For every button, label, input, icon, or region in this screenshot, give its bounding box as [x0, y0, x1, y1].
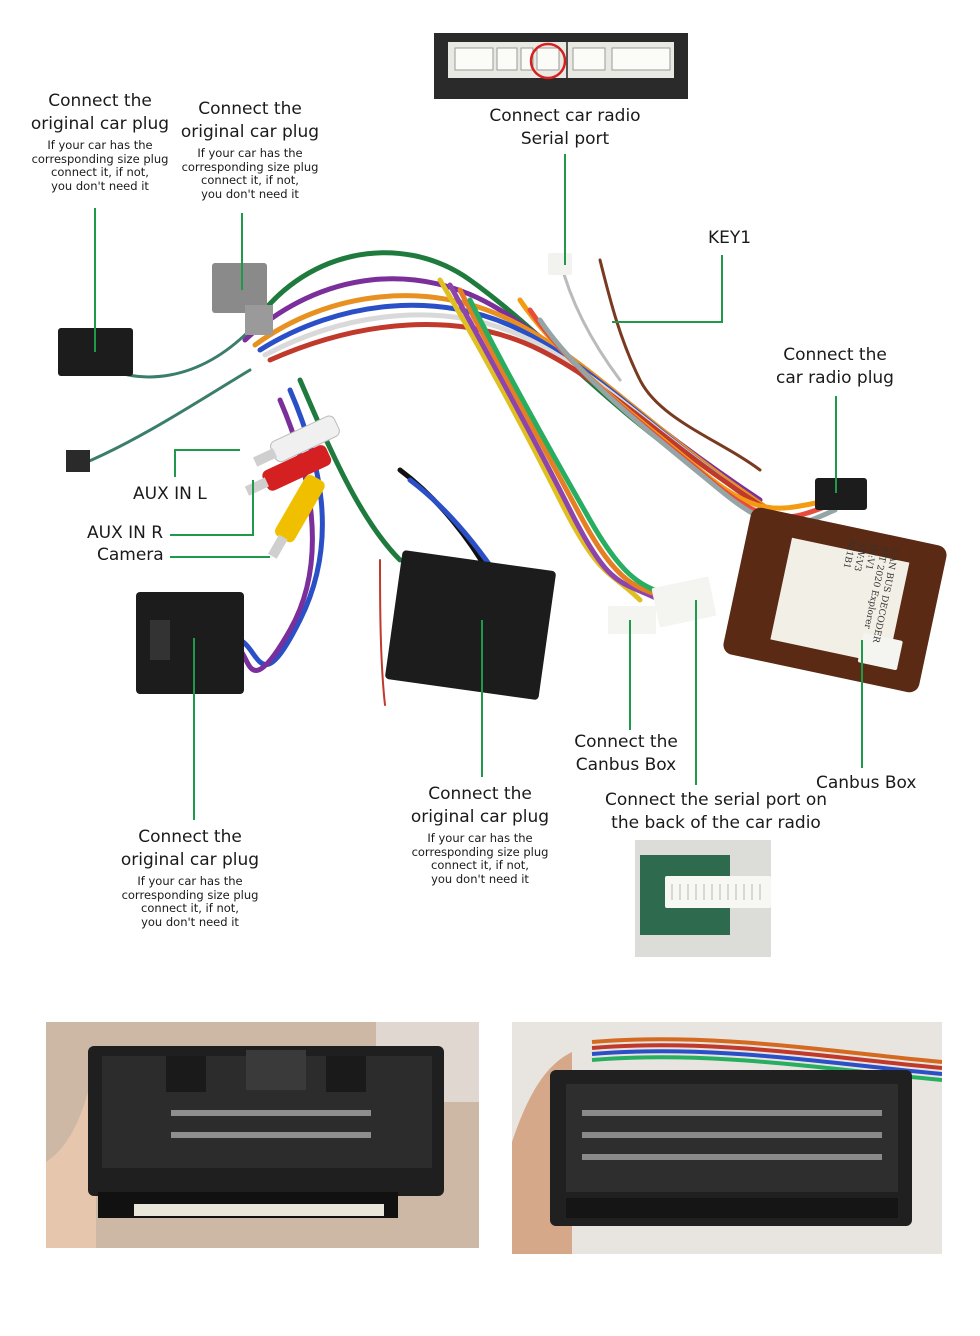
radio-plug-black [815, 478, 867, 510]
leader-lines [94, 154, 863, 820]
callout-radio-plug: Connect the car radio plug [760, 344, 910, 390]
callout-title: Connect the [574, 732, 678, 752]
callout-title: original car plug [30, 114, 170, 134]
callout-note: connect it, if not, [141, 901, 239, 915]
rca-red [244, 445, 332, 496]
callout-top-left: Connect the original car plug If your ca… [20, 90, 180, 193]
plug-bottom-left [136, 592, 244, 694]
callout-camera: Camera [97, 545, 164, 565]
canbus-box [723, 507, 947, 693]
callout-title: Connect car radio [489, 106, 641, 126]
plug-small-left [66, 450, 90, 472]
callout-note: connect it, if not, [51, 165, 149, 179]
callout-note: you don't need it [431, 871, 529, 886]
callout-title: original car plug [180, 122, 320, 142]
connector-photo-right [512, 1022, 942, 1254]
connector-photo-left [46, 1022, 479, 1248]
callout-serial-top: Connect car radio Serial port [470, 105, 660, 151]
callout-title: Connect the [783, 345, 887, 365]
highlight-circle [529, 42, 567, 80]
callout-note: corresponding size plug [181, 159, 319, 174]
callout-serial-back: Connect the serial port on the back of t… [600, 789, 832, 835]
callout-title: Connect the [428, 784, 532, 804]
rca-yellow [268, 474, 325, 559]
callout-title: original car plug [410, 807, 550, 827]
callout-note: corresponding size plug [411, 844, 549, 859]
callout-title: original car plug [120, 850, 260, 870]
connectors [58, 253, 947, 700]
callout-note: If your car has the [137, 874, 243, 888]
callout-title: Connect the serial port on [605, 790, 827, 810]
serial-back-conn [651, 576, 717, 628]
canbus-conn-small [608, 606, 656, 634]
callout-note: you don't need it [201, 186, 299, 201]
callout-title: car radio plug [776, 368, 894, 388]
callout-note: corresponding size plug [121, 887, 259, 902]
callout-title: Connect the [198, 99, 302, 119]
callout-note: connect it, if not, [431, 858, 529, 872]
callout-note: you don't need it [141, 914, 239, 929]
plug-bottom-mid [385, 550, 556, 700]
rca-white [252, 415, 340, 467]
callout-bottom-left: Connect the original car plug If your ca… [110, 826, 270, 929]
callout-note: If your car has the [427, 831, 533, 845]
callout-note: you don't need it [51, 178, 149, 193]
callout-note: If your car has the [197, 146, 303, 160]
callout-canbus-conn: Connect the Canbus Box [556, 731, 696, 777]
callout-title: Connect the [48, 91, 152, 111]
callout-aux-r: AUX IN R [87, 523, 164, 543]
radio-serial-port-photo [434, 33, 688, 99]
callout-title: Connect the [138, 827, 242, 847]
plug-grey-top [212, 263, 267, 313]
callout-title: Serial port [520, 129, 610, 149]
callout-title: the back of the car radio [611, 813, 821, 833]
callout-aux-l: AUX IN L [133, 484, 207, 504]
callout-top-mid-left: Connect the original car plug If your ca… [170, 98, 330, 201]
callout-note: If your car has the [47, 138, 153, 152]
callout-note: connect it, if not, [201, 173, 299, 187]
callout-key1: KEY1 [708, 228, 752, 248]
callout-title: Canbus Box [575, 755, 677, 775]
wire-bundle [78, 250, 838, 706]
callout-note: corresponding size plug [31, 151, 169, 166]
wiring-harness-diagram [58, 33, 947, 957]
radio-back-photo [635, 840, 771, 957]
callout-bottom-mid: Connect the original car plug If your ca… [400, 783, 560, 886]
serial-plug-top [548, 253, 572, 275]
callout-canbus-box: Canbus Box [816, 773, 917, 793]
